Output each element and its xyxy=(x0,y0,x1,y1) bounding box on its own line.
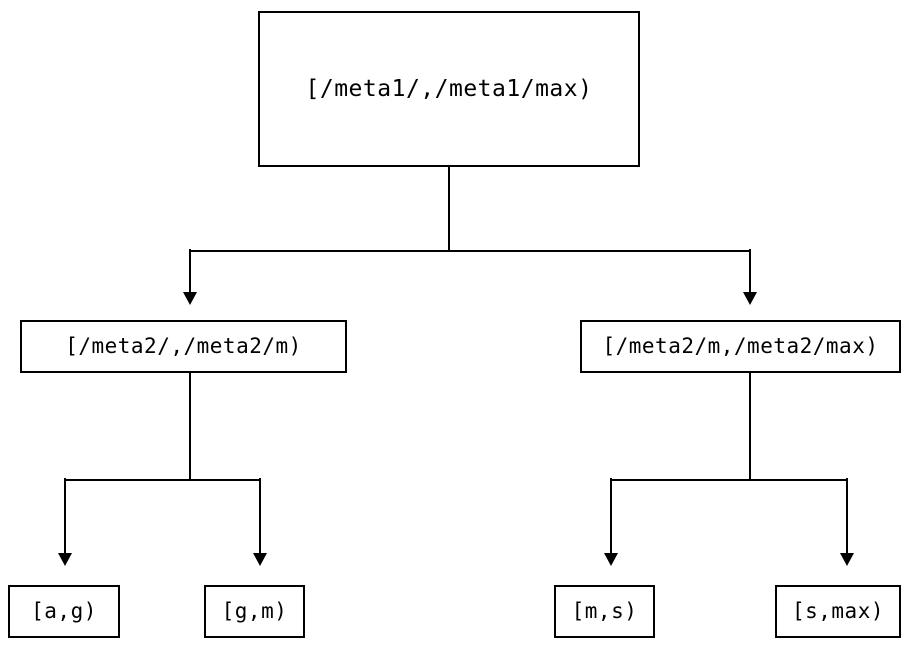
edge-root-stem xyxy=(448,167,450,251)
tree-node-leaf-1[interactable]: [g,m) xyxy=(204,585,305,638)
edge-mid-left-to-leaf-1-drop xyxy=(259,478,261,556)
tree-node-root[interactable]: [/meta1/,/meta1/max) xyxy=(258,11,640,167)
tree-node-mid-right[interactable]: [/meta2/m,/meta2/max) xyxy=(580,320,901,373)
edge-root-to-mid-left-drop xyxy=(189,249,191,295)
edge-mid-right-stem xyxy=(749,373,751,480)
edge-mid-right-bus-right xyxy=(749,478,848,481)
edge-mid-right-to-leaf-3-drop xyxy=(846,478,848,556)
tree-node-mid-left[interactable]: [/meta2/,/meta2/m) xyxy=(20,320,347,373)
tree-node-mid-right-label: [/meta2/m,/meta2/max) xyxy=(602,334,879,358)
arrowhead-to-leaf-2-icon xyxy=(604,553,618,566)
arrowhead-to-leaf-0-icon xyxy=(58,553,72,566)
arrowhead-to-mid-right-icon xyxy=(743,292,757,305)
tree-node-leaf-2-label: [m,s) xyxy=(571,599,638,623)
arrowhead-to-mid-left-icon xyxy=(183,292,197,305)
arrowhead-to-leaf-3-icon xyxy=(840,553,854,566)
tree-node-leaf-1-label: [g,m) xyxy=(221,599,288,623)
edge-mid-left-to-leaf-0-drop xyxy=(64,478,66,556)
edge-mid-left-bus xyxy=(64,478,191,481)
edge-mid-right-bus xyxy=(610,478,751,481)
edge-mid-left-stem xyxy=(189,373,191,480)
tree-node-leaf-0-label: [a,g) xyxy=(31,599,97,623)
tree-node-mid-left-label: [/meta2/,/meta2/m) xyxy=(65,334,302,358)
tree-node-leaf-3[interactable]: [s,max) xyxy=(775,585,901,638)
edge-mid-right-to-leaf-2-drop xyxy=(610,478,612,556)
tree-node-leaf-0[interactable]: [a,g) xyxy=(8,585,120,638)
tree-node-root-label: [/meta1/,/meta1/max) xyxy=(305,75,593,102)
edge-root-to-mid-right-drop xyxy=(749,249,751,295)
tree-node-leaf-3-label: [s,max) xyxy=(791,599,884,623)
tree-node-leaf-2[interactable]: [m,s) xyxy=(554,585,655,638)
edge-mid-left-bus-right xyxy=(189,478,261,481)
arrowhead-to-leaf-1-icon xyxy=(253,553,267,566)
edge-root-bus xyxy=(189,249,750,252)
